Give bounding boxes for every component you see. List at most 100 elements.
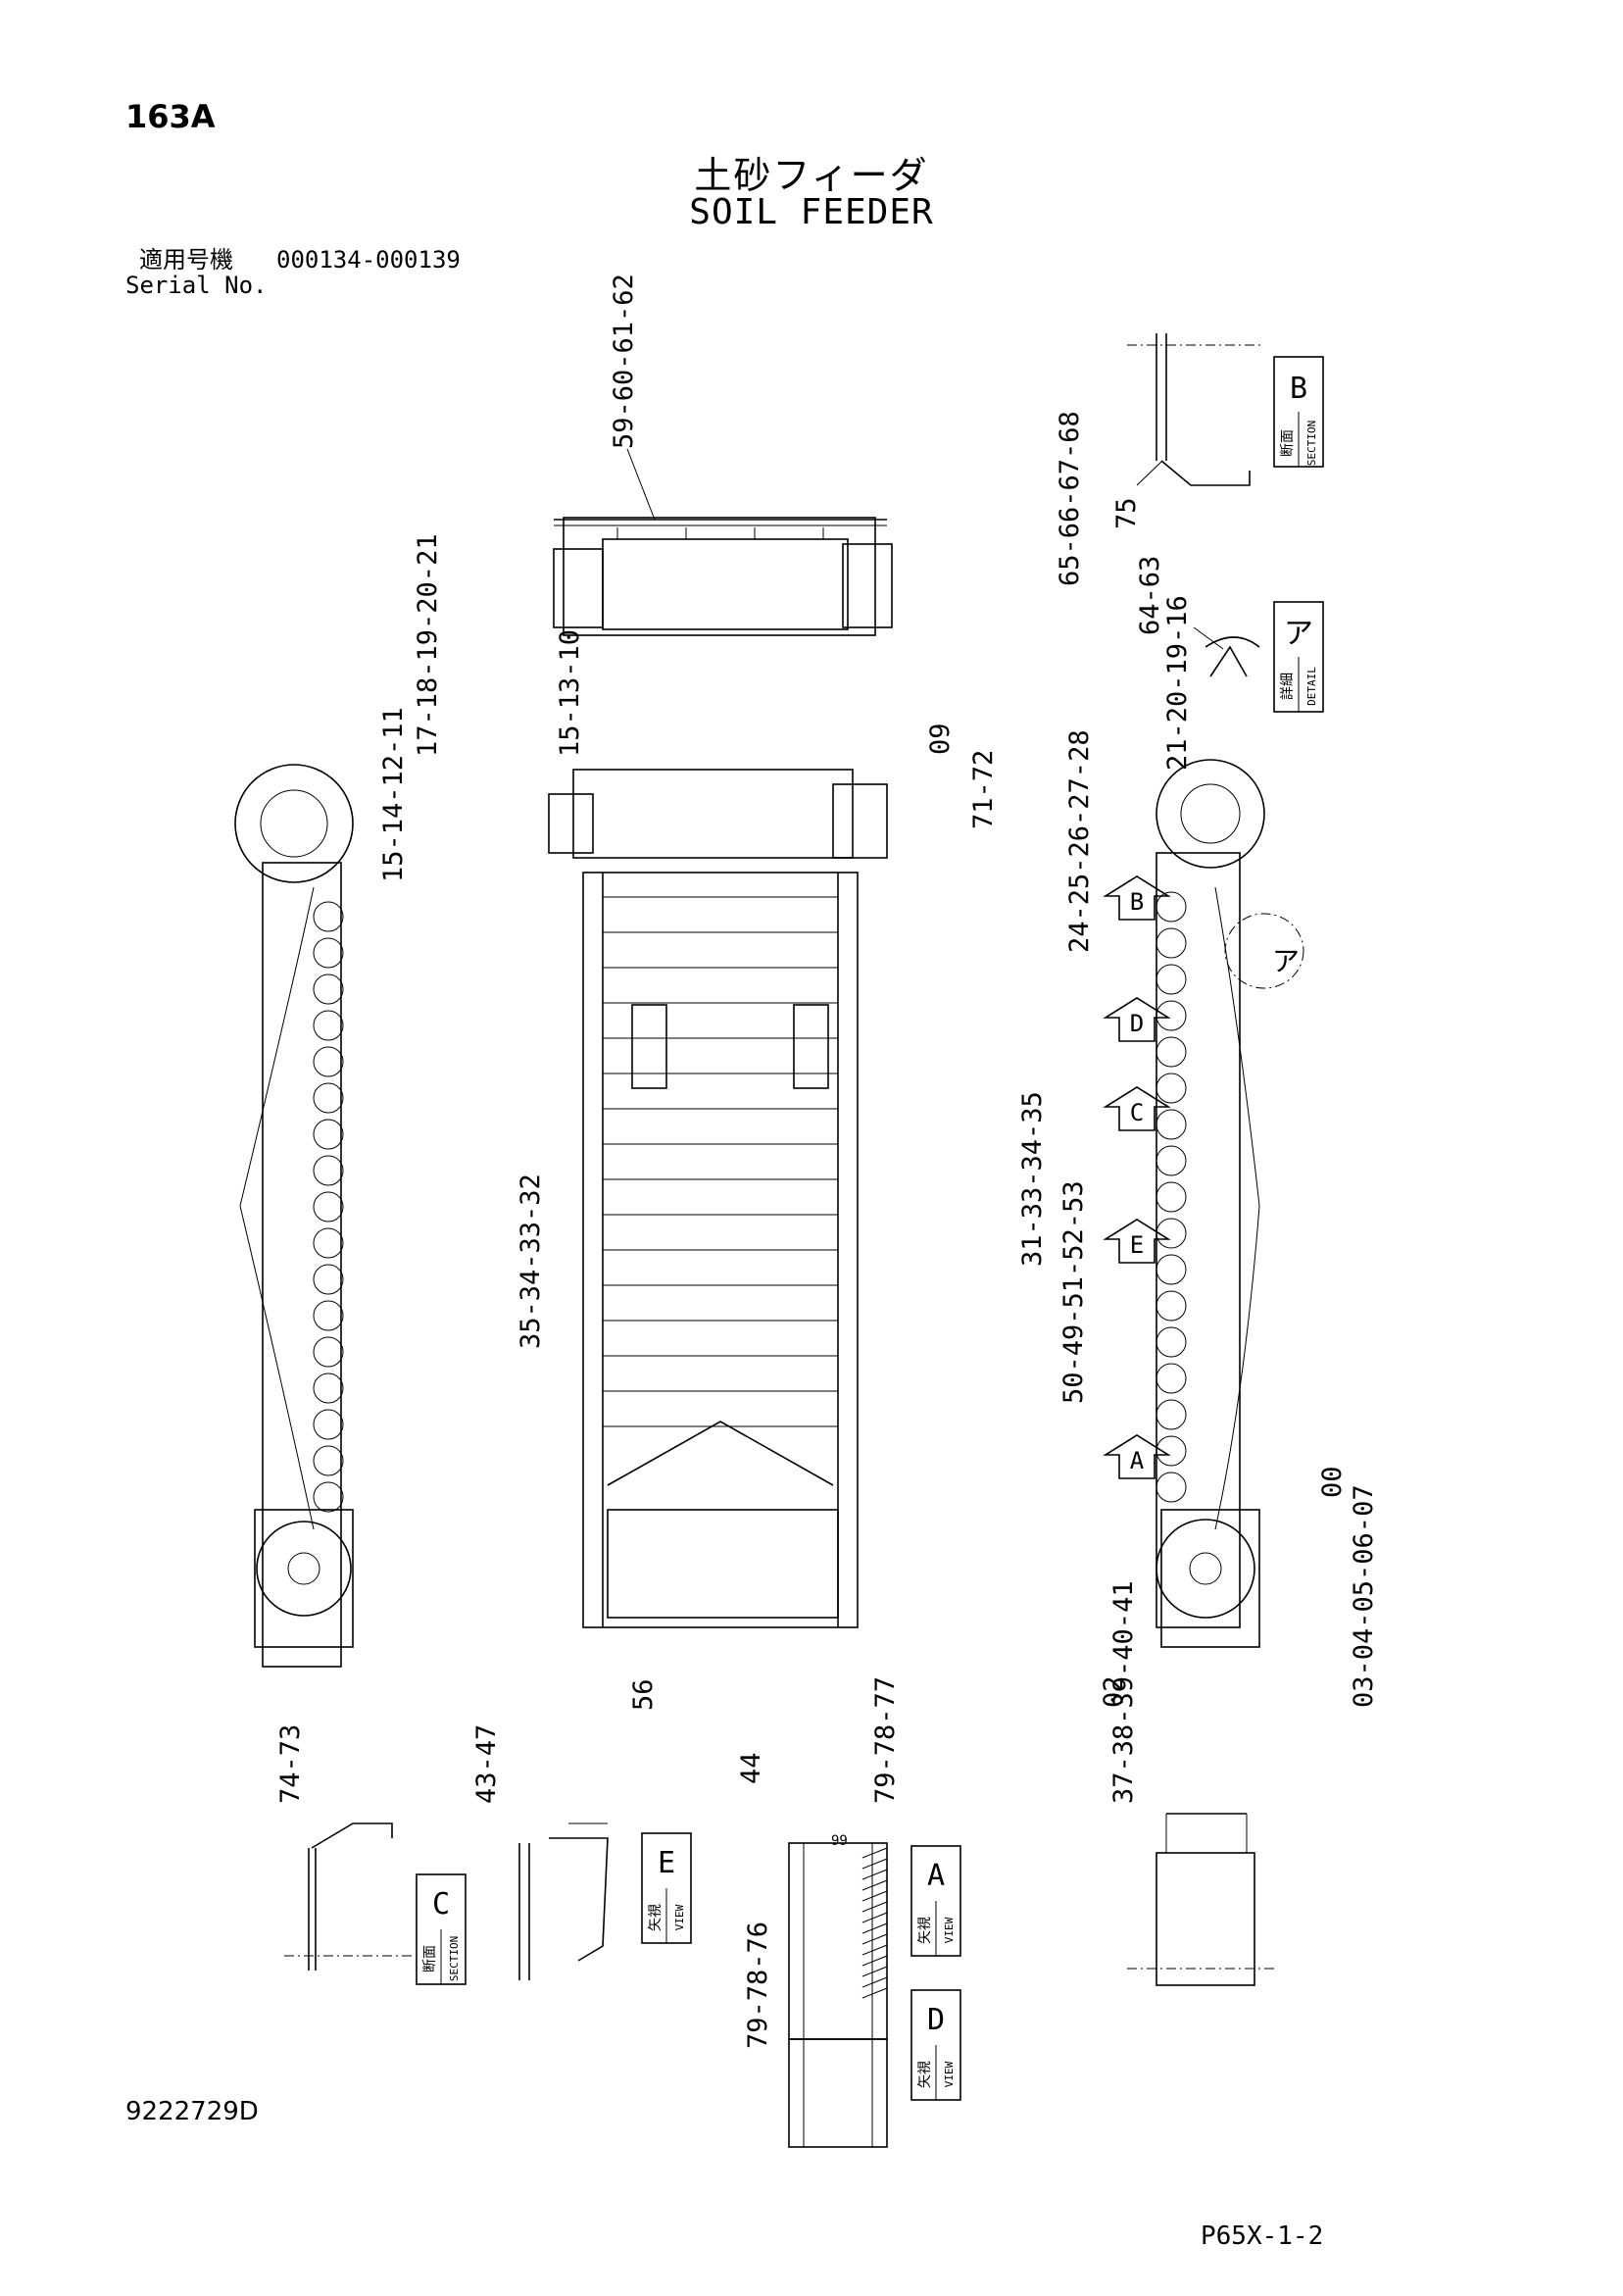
roller	[1156, 1472, 1187, 1503]
svg-text:断面: 断面	[1280, 429, 1296, 457]
roller	[1156, 1145, 1187, 1176]
roller	[313, 1046, 344, 1077]
document-number: 9222729D	[125, 2097, 259, 2126]
roller	[313, 1373, 344, 1404]
roller	[1156, 1109, 1187, 1140]
callout-center-top-b: 09	[925, 723, 956, 755]
roller	[313, 1119, 344, 1150]
hatch-line	[861, 1966, 888, 1977]
roller	[1156, 1290, 1187, 1322]
svg-text:D: D	[927, 2003, 945, 2037]
svg-text:詳細: 詳細	[1280, 673, 1296, 700]
roller	[313, 1082, 344, 1114]
view-a-label: A 矢視 VIEW	[910, 1845, 961, 1957]
detail-a-marker: ア	[1272, 945, 1300, 977]
hatch-line	[861, 1901, 888, 1913]
roller	[313, 1264, 344, 1295]
view-d-label: D 矢視 VIEW	[910, 1989, 961, 2101]
arrow-marker-b: B	[1103, 875, 1171, 921]
callout-center-mid-a: 24-25-26-27-28	[1064, 729, 1095, 953]
svg-text:C: C	[432, 1887, 450, 1922]
roller	[1156, 1000, 1187, 1031]
callout-center-top-a: 15-13-10	[555, 629, 585, 757]
svg-text:A: A	[1130, 1447, 1145, 1474]
serial-label-japanese: 適用号機	[139, 246, 233, 274]
detail-a-label: ア 詳細 DETAIL	[1273, 601, 1324, 713]
roller	[1156, 1181, 1187, 1213]
svg-text:SECTION: SECTION	[1305, 421, 1318, 466]
roller	[313, 1409, 344, 1440]
callout-left-top-a: 17-18-19-20-21	[413, 533, 443, 757]
callout-left-top-b: 15-14-12-11	[378, 707, 409, 882]
callout-center-lower: 50-49-51-52-53	[1058, 1180, 1089, 1404]
roller	[313, 1010, 344, 1041]
svg-text:矢視: 矢視	[917, 2061, 933, 2088]
hatch-line	[861, 1944, 888, 1956]
svg-text:C: C	[1130, 1099, 1144, 1126]
title-english: SOIL FEEDER	[689, 192, 934, 232]
roller	[1156, 1036, 1187, 1068]
serial-range: 000134-000139	[276, 246, 461, 274]
callout-right-bottom-b: 03-04-05-06-07	[1349, 1484, 1379, 1708]
hatch-line	[861, 1987, 888, 1999]
svg-text:DETAIL: DETAIL	[1305, 667, 1318, 706]
left-side-view	[234, 764, 354, 1668]
hatch-line	[861, 1879, 888, 1891]
roller	[313, 1191, 344, 1223]
callout-right-bottom-a: 02	[1099, 1675, 1129, 1708]
svg-text:ア: ア	[1284, 617, 1313, 651]
hatch-line	[861, 1847, 888, 1859]
roller	[313, 1336, 344, 1368]
roller	[1156, 1399, 1187, 1430]
roller	[313, 901, 344, 932]
detail-a	[1193, 626, 1260, 677]
svg-text:矢視: 矢視	[917, 1917, 933, 1944]
svg-text:B: B	[1290, 372, 1307, 406]
roller	[1156, 1435, 1187, 1467]
callout-view-a-b: 79-78-77	[870, 1676, 901, 1804]
svg-text:断面: 断面	[422, 1945, 438, 1972]
hatch-line	[861, 1858, 888, 1870]
page-number: 163A	[125, 98, 216, 135]
callout-top-view: 59-60-61-62	[609, 274, 639, 449]
arrow-marker-d: D	[1103, 997, 1171, 1042]
hatch-line	[861, 1869, 888, 1880]
arrow-marker-e: E	[1103, 1219, 1171, 1264]
section-b-label: B 断面 SECTION	[1273, 356, 1324, 468]
callout-right-top: 21-20-19-16	[1162, 595, 1193, 771]
section-c-detail	[284, 1822, 412, 1971]
svg-text:VIEW: VIEW	[943, 1917, 956, 1943]
svg-text:E: E	[1130, 1231, 1144, 1259]
svg-text:SECTION: SECTION	[448, 1936, 461, 1981]
roller	[313, 973, 344, 1005]
svg-text:A: A	[927, 1859, 945, 1893]
view-e-detail	[518, 1822, 609, 1980]
callout-center-bottom: 56	[628, 1678, 659, 1711]
svg-text:E: E	[658, 1846, 675, 1880]
top-end-view	[553, 448, 893, 636]
svg-text:VIEW: VIEW	[673, 1904, 686, 1930]
roller	[1156, 1218, 1187, 1249]
serial-label-english: Serial No.	[125, 272, 268, 299]
svg-text:矢視: 矢視	[648, 1904, 664, 1931]
arrow-marker-c: C	[1103, 1086, 1171, 1131]
callout-center-left-mid: 35-34-33-32	[516, 1173, 546, 1349]
sheet-code: P65X-1-2	[1201, 2221, 1324, 2251]
section-b-detail	[1127, 333, 1264, 486]
callout-section-b: 75	[1111, 497, 1142, 529]
callout-view-d: 79-78-76	[743, 1922, 773, 2049]
title-japanese: 土砂フィーダ	[694, 154, 929, 197]
hatch-line	[861, 1976, 888, 1988]
callout-view-a-inner: 99	[831, 1833, 848, 1849]
roller	[1156, 891, 1187, 923]
callout-detail-a: 64-63	[1135, 556, 1165, 635]
arrow-marker-a: A	[1103, 1434, 1171, 1479]
roller	[313, 1481, 344, 1513]
callout-view-e: 43-47	[471, 1724, 502, 1804]
svg-text:B: B	[1130, 888, 1144, 916]
roller	[313, 1155, 344, 1186]
roller	[313, 1227, 344, 1259]
view-e-label: E 矢視 VIEW	[641, 1832, 692, 1944]
svg-text:D: D	[1130, 1010, 1144, 1037]
